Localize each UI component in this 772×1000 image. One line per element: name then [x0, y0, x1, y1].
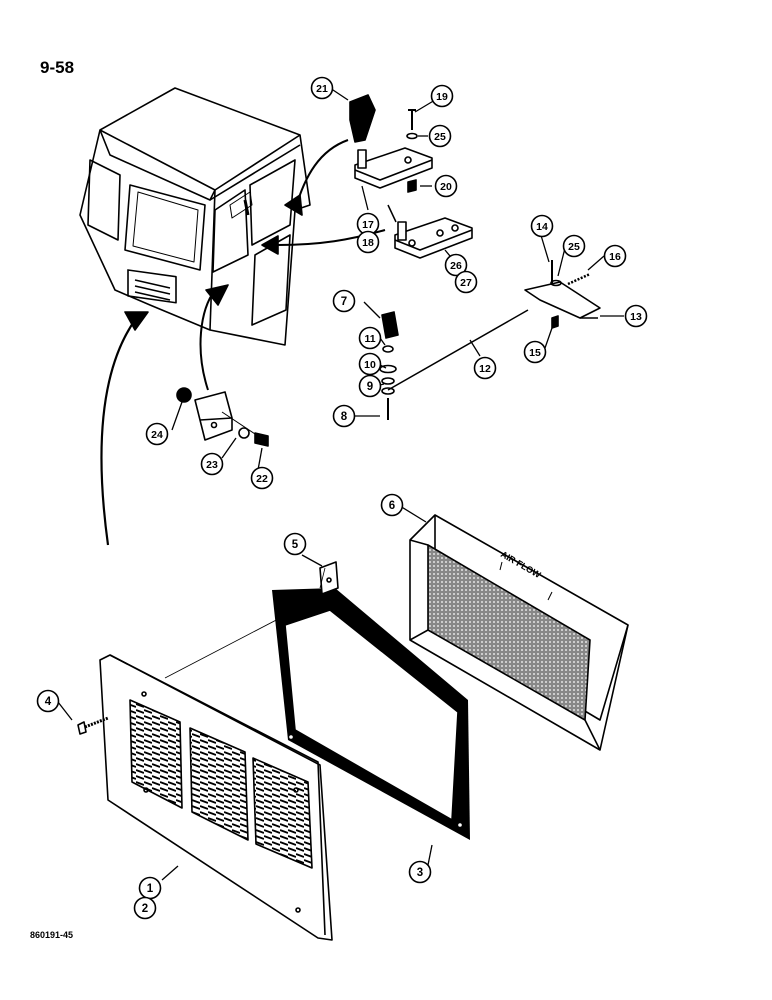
callout-label: 16	[609, 251, 621, 263]
callout-label: 5	[292, 539, 299, 551]
callout-circle	[530, 214, 554, 238]
callout-label: 11	[364, 333, 375, 345]
callout-7: 7	[332, 289, 356, 313]
callout-circle	[356, 230, 380, 254]
callout-circle	[133, 896, 157, 920]
callout-circle	[444, 253, 468, 277]
callout-label: 18	[362, 237, 374, 249]
callout-circle	[428, 124, 452, 148]
gasket-frame	[272, 561, 470, 840]
callout-label: 3	[417, 867, 423, 879]
callout-25: 25	[562, 234, 586, 258]
callout-circle	[332, 404, 356, 428]
callout-label: 23	[206, 459, 218, 471]
callout-label: 25	[568, 241, 580, 253]
callout-label: 14	[536, 221, 548, 233]
callout-circle	[473, 356, 497, 380]
callout-23: 23	[200, 452, 224, 476]
cab-assembly	[79, 87, 311, 346]
callout-16: 16	[603, 244, 627, 268]
callout-25: 25	[428, 124, 452, 148]
louvered-grille	[99, 654, 333, 941]
callout-label: 17	[362, 219, 374, 231]
callout-label: 27	[460, 277, 472, 289]
callout-label: 25	[434, 131, 446, 143]
callout-15: 15	[523, 340, 547, 364]
callout-27: 27	[454, 270, 478, 294]
callout-label: 21	[316, 83, 328, 95]
callout-circle	[624, 304, 648, 328]
callout-14: 14	[530, 214, 554, 238]
callout-4: 4	[36, 689, 60, 713]
callout-2: 2	[133, 896, 157, 920]
callout-circle	[358, 326, 382, 350]
figure-code: 860191-45	[30, 930, 74, 940]
mounting-bracket	[176, 387, 269, 447]
callout-label: 1	[147, 883, 154, 895]
callout-11: 11	[358, 326, 382, 350]
callout-circle	[358, 352, 382, 376]
callout-8: 8	[332, 404, 356, 428]
callout-circle	[434, 174, 458, 198]
callout-circle	[523, 340, 547, 364]
callout-circle	[408, 860, 432, 884]
linkage-assembly	[379, 260, 601, 420]
callout-19: 19	[430, 84, 454, 108]
callout-label: 24	[151, 429, 163, 441]
callout-26: 26	[444, 253, 468, 277]
page-number: 9-58	[40, 58, 75, 77]
callout-label: 4	[45, 696, 52, 708]
callout-1: 1	[138, 876, 162, 900]
callout-label: 15	[529, 347, 541, 359]
callout-13: 13	[624, 304, 648, 328]
latch-assembly	[349, 94, 473, 259]
callout-circle	[145, 422, 169, 446]
callout-circle	[250, 466, 274, 490]
callout-label: 26	[450, 260, 462, 272]
callouts: 1234567891011121314151617181920212223242…	[36, 76, 648, 920]
callout-20: 20	[434, 174, 458, 198]
callout-5: 5	[283, 532, 307, 556]
callout-label: 19	[436, 91, 448, 103]
guide-lines	[164, 567, 331, 679]
callout-circle	[283, 532, 307, 556]
callout-circle	[562, 234, 586, 258]
callout-3: 3	[408, 860, 432, 884]
callout-circle	[358, 374, 382, 398]
callout-label: 8	[341, 411, 348, 423]
callout-label: 13	[630, 311, 642, 323]
air-filter-element	[409, 514, 629, 751]
callout-label: 12	[479, 363, 491, 375]
callout-label: 2	[142, 903, 148, 915]
callout-9: 9	[358, 374, 382, 398]
callout-22: 22	[250, 466, 274, 490]
callout-circle	[380, 493, 404, 517]
callout-circle	[36, 689, 60, 713]
callout-21: 21	[310, 76, 334, 100]
callout-circle	[332, 289, 356, 313]
callout-6: 6	[380, 493, 404, 517]
callout-label: 22	[256, 473, 268, 485]
callout-label: 7	[341, 296, 347, 308]
callout-label: 20	[440, 181, 452, 193]
callout-circle	[310, 76, 334, 100]
callout-label: 10	[364, 359, 376, 371]
callout-label: 6	[389, 500, 395, 512]
callout-10: 10	[358, 352, 382, 376]
screw	[77, 716, 109, 735]
callout-label: 9	[367, 381, 373, 393]
callout-circle	[200, 452, 224, 476]
callout-24: 24	[145, 422, 169, 446]
callout-18: 18	[356, 230, 380, 254]
callout-circle	[430, 84, 454, 108]
callout-12: 12	[473, 356, 497, 380]
callout-circle	[603, 244, 627, 268]
callout-circle	[454, 270, 478, 294]
